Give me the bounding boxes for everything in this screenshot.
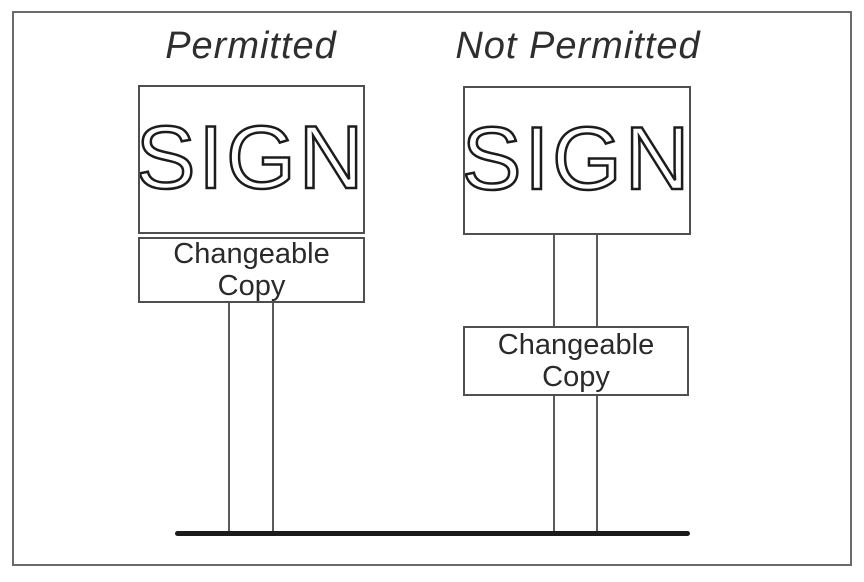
permitted-pole-right — [272, 302, 274, 533]
not-permitted-sign-face: SIGN — [465, 107, 689, 210]
not-permitted-sign-cabinet: SIGN — [463, 86, 691, 235]
panel-text-line: Changeable — [173, 238, 330, 270]
not-permitted-label: Not Permitted — [455, 25, 701, 67]
permitted-pole-left — [228, 302, 230, 533]
permitted-changeable-copy-panel: Changeable Copy — [138, 237, 365, 303]
ground-line — [175, 531, 690, 536]
panel-text-line: Changeable — [497, 329, 655, 361]
panel-text-line: Copy — [542, 361, 610, 393]
permitted-sign-cabinet: SIGN — [138, 85, 365, 234]
permitted-sign-text: SIGN — [140, 107, 363, 207]
permitted-label: Permitted — [165, 25, 337, 67]
not-permitted-changeable-copy-panel: Changeable Copy — [463, 326, 689, 396]
not-permitted-sign-text: SIGN — [465, 108, 689, 208]
permitted-sign-face: SIGN — [140, 106, 363, 209]
panel-text-line: Copy — [217, 270, 286, 302]
